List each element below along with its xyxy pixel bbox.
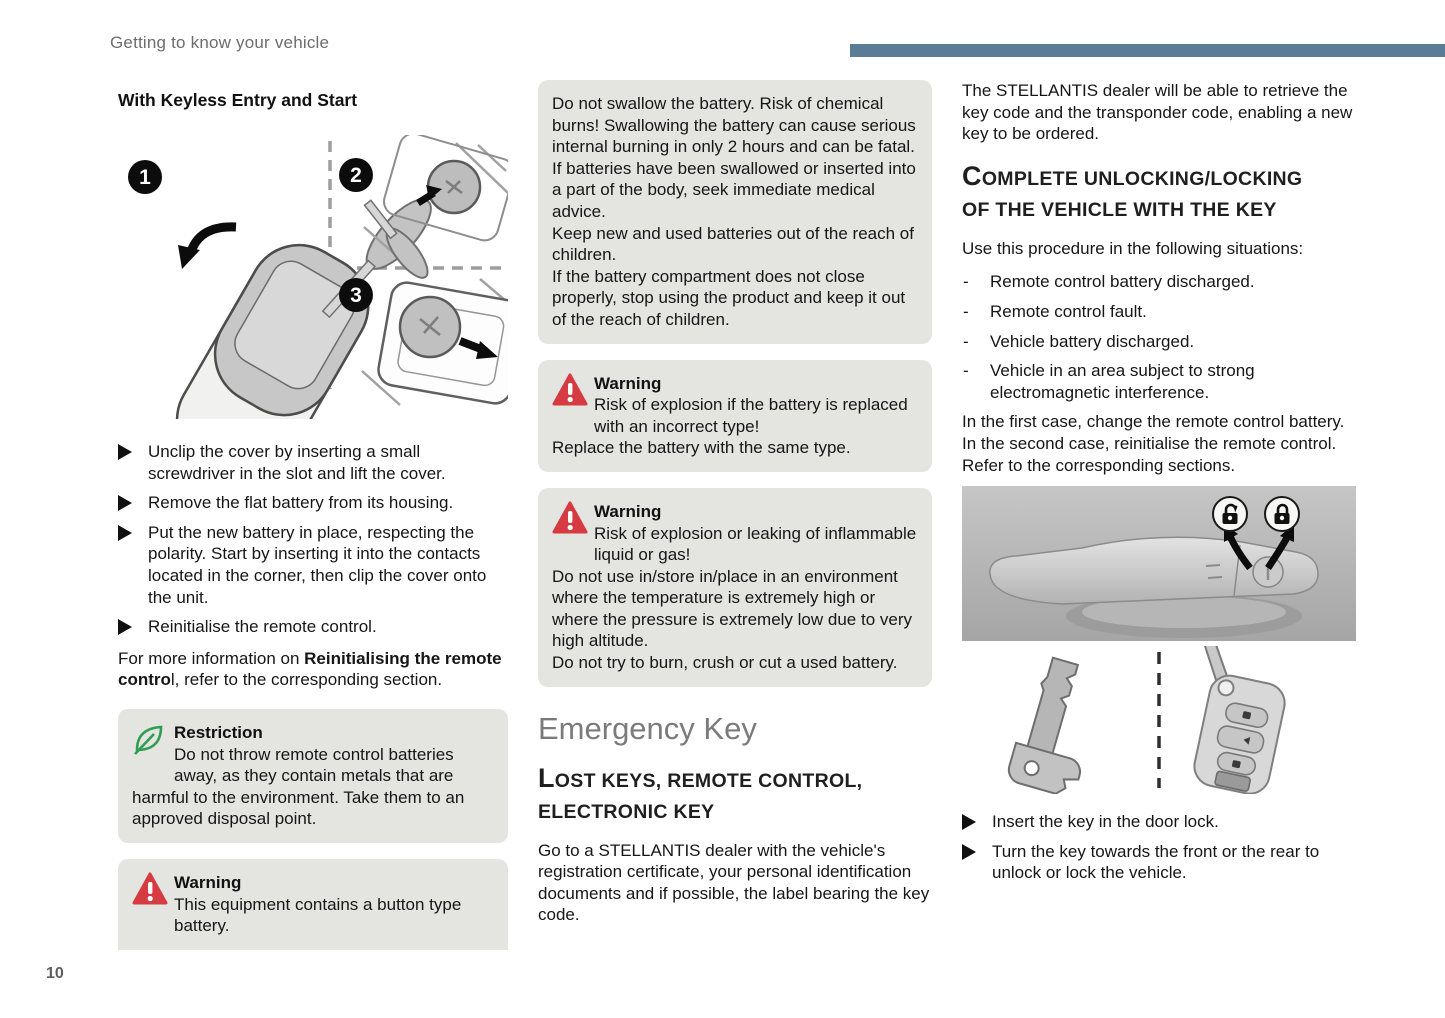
warning-line: Do not use in/store in/place in an envir… — [552, 566, 912, 651]
list-item: Remote control fault. — [962, 301, 1356, 323]
battery-replacement-illustration: 1 2 3 — [128, 132, 525, 483]
leaf-icon — [132, 722, 174, 768]
remote-control-key — [1193, 619, 1286, 795]
list-item: Reinitialise the remote control. — [118, 616, 508, 638]
lock-open-icon — [1212, 496, 1248, 533]
step-badge-2: 2 — [339, 158, 373, 192]
handle-recess-inner — [1082, 596, 1286, 629]
door-handle-figure — [962, 486, 1356, 646]
safety-line: Keep new and used batteries out of the r… — [552, 223, 914, 265]
restriction-box: Restriction Do not throw remote control … — [118, 708, 508, 843]
warning-line: Risk of explosion if the battery is repl… — [594, 395, 908, 436]
more-info-paragraph: For more information on Reinitialising t… — [118, 648, 502, 690]
list-item: Remote control battery discharged. — [962, 271, 1356, 293]
heading-line: ELECTRONIC KEY — [538, 800, 715, 823]
case-line: In the first case, change the remote con… — [962, 412, 1345, 432]
warning-line: Risk of explosion or leaking of inflamma… — [594, 523, 917, 565]
page-header: Getting to know your vehicle — [110, 33, 330, 52]
list-item: Turn the key towards the front or the re… — [962, 841, 1356, 884]
keys-figure — [962, 619, 1356, 800]
page-number: 10 — [46, 965, 64, 982]
list-item: Vehicle battery discharged. — [962, 331, 1356, 353]
column-2: Do not swallow the battery. Risk of chem… — [538, 80, 932, 926]
safety-line: If batteries have been swallowed or inse… — [552, 158, 916, 221]
instruction-list: Unclip the cover by inserting a small sc… — [118, 441, 508, 638]
heading-line: COMPLETE UNLOCKING/LOCKING — [962, 160, 1303, 191]
lost-keys-heading: LOST KEYS, REMOTE CONTROL, ELECTRONIC KE… — [538, 763, 932, 828]
situations-list: Remote control battery discharged. Remot… — [962, 271, 1356, 403]
warning-triangle-icon — [132, 872, 174, 918]
column-1: With Keyless Entry and Start — [118, 80, 525, 950]
step-badge-1: 1 — [128, 160, 162, 194]
warning-box: Warning This equipment contains a button… — [118, 858, 508, 950]
battery-removal — [363, 132, 515, 279]
list-item: Vehicle in an area subject to strong ele… — [962, 360, 1356, 403]
lost-keys-paragraph: Go to a STELLANTIS dealer with the vehic… — [538, 840, 930, 925]
key-usage-list: Insert the key in the door lock. Turn th… — [962, 811, 1356, 884]
warning-box: Warning Risk of explosion or leaking of … — [538, 487, 932, 687]
svg-text:2: 2 — [350, 164, 362, 187]
svg-text:1: 1 — [139, 166, 151, 189]
step-badge-3: 3 — [339, 278, 373, 312]
svg-text:3: 3 — [350, 284, 362, 307]
section-title: Emergency Key — [538, 710, 757, 746]
procedure-intro: Use this procedure in the following situ… — [962, 238, 1304, 258]
warning-triangle-icon — [552, 373, 594, 419]
list-item: Remove the flat battery from its housing… — [118, 492, 508, 514]
column-3: The STELLANTIS dealer will be able to re… — [962, 80, 1356, 892]
accent-bar — [850, 44, 1445, 57]
battery-insertion — [361, 278, 525, 406]
handle-mark — [1205, 564, 1221, 568]
case-line: Refer to the corresponding sections. — [962, 455, 1236, 475]
warning-triangle-icon — [552, 501, 594, 547]
turn-left-arrow — [1226, 534, 1253, 571]
warning-line: Do not try to burn, crush or cut a used … — [552, 653, 898, 673]
keyless-heading: With Keyless Entry and Start — [118, 90, 358, 110]
heading-line: OF THE VEHICLE WITH THE KEY — [962, 198, 1277, 221]
unlock-button-glyph — [1231, 760, 1241, 769]
warning-title: Warning — [594, 373, 662, 393]
case-paragraphs: In the first case, change the remote con… — [962, 411, 1356, 476]
lock-closed-icon — [1264, 496, 1300, 533]
warning-text: This equipment contains a button type ba… — [174, 894, 462, 936]
warning-line: Replace the battery with the same type. — [552, 438, 851, 458]
heading-line: LOST KEYS, REMOTE CONTROL, — [538, 762, 863, 793]
handle-mark — [1207, 576, 1223, 580]
warning-title: Warning — [594, 501, 662, 521]
safety-line: Do not swallow the battery. Risk of chem… — [552, 94, 916, 157]
list-item: Unclip the cover by inserting a small sc… — [118, 441, 508, 484]
open-cover-arrowhead — [178, 245, 200, 269]
list-item: Insert the key in the door lock. — [962, 811, 1356, 833]
complete-unlocking-heading: COMPLETE UNLOCKING/LOCKING OF THE VEHICL… — [962, 161, 1356, 226]
list-item: Put the new battery in place, respecting… — [118, 522, 508, 608]
safety-line: If the battery compartment does not clos… — [552, 266, 906, 329]
restriction-title: Restriction — [174, 722, 263, 742]
warning-title: Warning — [174, 872, 242, 892]
dealer-paragraph: The STELLANTIS dealer will be able to re… — [962, 81, 1353, 144]
case-line: In the second case, reinitialise the rem… — [962, 433, 1337, 453]
battery-safety-box: Do not swallow the battery. Risk of chem… — [538, 80, 932, 344]
lock-button-glyph — [1242, 711, 1252, 720]
warning-box: Warning Risk of explosion if the battery… — [538, 359, 932, 472]
emergency-key-blade — [1007, 656, 1081, 795]
restriction-text: Do not throw remote control batteries aw… — [132, 744, 465, 829]
battery-replacement-figure: 1 2 3 — [118, 132, 525, 483]
headlight-button-glyph — [1233, 737, 1251, 745]
